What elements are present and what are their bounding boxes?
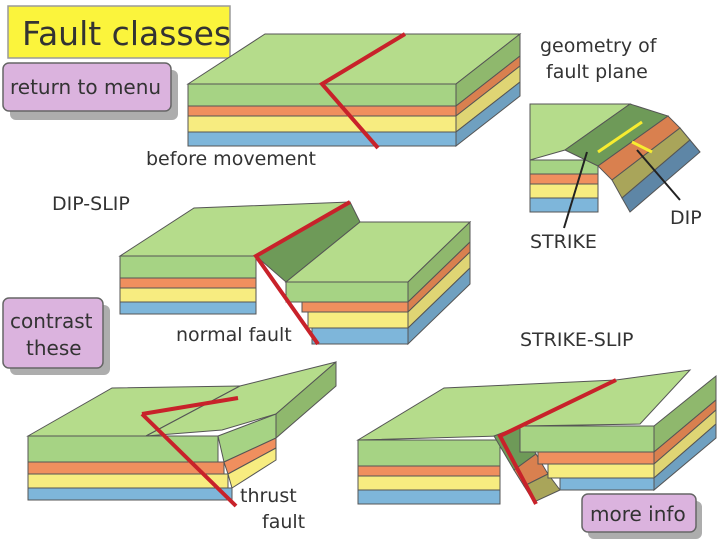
before-movement-block <box>186 32 522 150</box>
dip-line <box>631 140 653 154</box>
contrast-label-line1: contrast <box>10 309 93 333</box>
title-background <box>7 5 231 59</box>
fault-line-thrust <box>140 412 238 508</box>
normal-fault-block <box>118 200 472 346</box>
strike-line <box>597 120 643 154</box>
thrust-label-line1: thrust <box>240 485 297 507</box>
before-movement-label: before movement <box>146 148 316 170</box>
title-banner: Fault classes <box>7 5 231 59</box>
fault-line-before <box>318 32 407 150</box>
thrust-label-line2: fault <box>262 511 305 533</box>
strike-slip-label: STRIKE-SLIP <box>520 329 634 351</box>
fault-line-normal <box>253 200 351 346</box>
geometry-label-line2: fault plane <box>546 61 648 83</box>
more-info-button[interactable]: more info <box>581 493 702 539</box>
fault-line-thrust-top <box>141 396 239 416</box>
thrust-fault-block <box>26 360 337 508</box>
page-title: Fault classes <box>22 14 231 53</box>
strike-slip-block <box>356 369 717 505</box>
contrast-these-button[interactable]: contrast these <box>2 297 110 375</box>
contrast-label-line2: these <box>26 336 82 360</box>
fault-plane-geometry-block <box>529 103 701 229</box>
dip-label: DIP <box>670 207 702 229</box>
strike-label: STRIKE <box>530 231 597 253</box>
more-info-label: more info <box>590 502 686 526</box>
return-to-menu-label: return to menu <box>10 75 161 99</box>
fault-line-strike-slip <box>497 378 617 505</box>
dip-slip-label: DIP-SLIP <box>52 193 130 215</box>
normal-fault-label: normal fault <box>176 324 292 346</box>
geometry-label-line1: geometry of <box>540 35 658 57</box>
return-to-menu-button[interactable]: return to menu <box>2 62 178 120</box>
